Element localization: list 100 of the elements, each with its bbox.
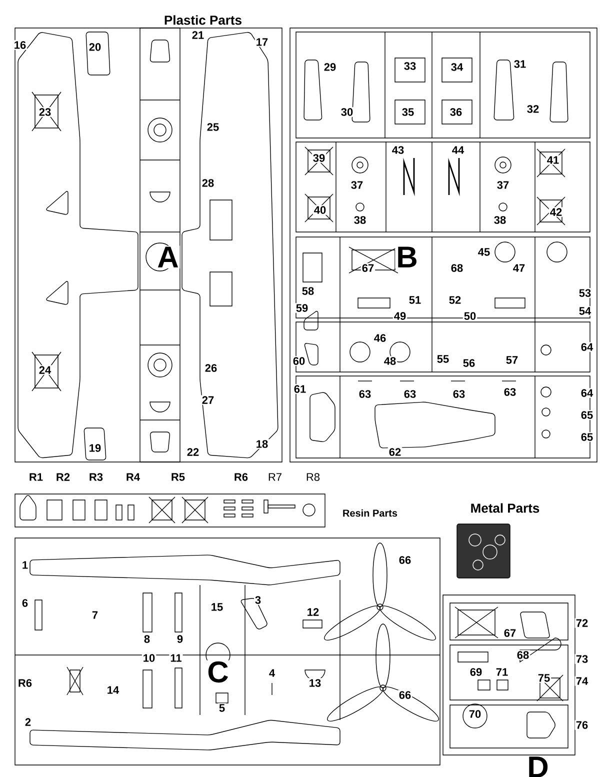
part-number: R1 <box>28 472 44 482</box>
part-number: R2 <box>54 472 72 482</box>
part-number: 51 <box>408 295 422 305</box>
sprue-letter: B <box>395 246 419 268</box>
part-number: 67 <box>502 628 518 638</box>
part-number: 24 <box>38 365 52 375</box>
part-number: 20 <box>88 42 102 52</box>
part-number: 65 <box>580 432 594 442</box>
part-number: 63 <box>402 389 418 399</box>
part-number: 63 <box>452 389 466 399</box>
part-number: 18 <box>254 439 270 449</box>
part-number: 38 <box>352 215 368 225</box>
part-number: 44 <box>450 145 466 155</box>
part-number: 49 <box>392 311 408 321</box>
part-number: 70 <box>468 709 482 719</box>
part-number: 55 <box>436 354 450 364</box>
part-number: 39 <box>312 153 326 163</box>
part-number: 62 <box>388 447 402 457</box>
sprue-letter: D <box>526 756 550 777</box>
part-number: 17 <box>254 37 270 47</box>
part-number: 23 <box>38 107 52 117</box>
part-number: 35 <box>400 107 416 117</box>
part-number: 3 <box>254 595 262 605</box>
part-number: 28 <box>200 178 216 188</box>
part-number: 63 <box>358 389 372 399</box>
part-number: 22 <box>186 447 200 457</box>
part-number: 68 <box>516 650 530 660</box>
part-number: R4 <box>124 472 142 482</box>
part-number: 43 <box>390 145 406 155</box>
part-number: 37 <box>496 180 510 190</box>
part-number: 68 <box>450 263 464 273</box>
part-number: 11 <box>169 653 183 663</box>
part-number: 74 <box>574 676 590 686</box>
part-number: 32 <box>526 104 540 114</box>
part-number: 53 <box>578 288 592 298</box>
part-number: 7 <box>90 610 100 620</box>
section-heading: Resin Parts <box>341 508 398 518</box>
part-number: 58 <box>300 286 316 296</box>
part-number: 64 <box>580 388 594 398</box>
sprue-letter: A <box>156 246 180 268</box>
part-number: 45 <box>476 247 492 257</box>
part-number: 15 <box>210 602 224 612</box>
part-number: 6 <box>20 598 30 608</box>
part-number: 69 <box>468 667 484 677</box>
part-number: 65 <box>580 410 594 420</box>
part-number: 48 <box>382 356 398 366</box>
part-number: 8 <box>142 634 152 644</box>
part-number: 29 <box>322 62 338 72</box>
part-number: 30 <box>340 107 354 117</box>
part-number: R7 <box>266 472 284 482</box>
part-number: 41 <box>546 155 560 165</box>
part-number: 40 <box>312 205 328 215</box>
part-number: 67 <box>360 263 376 273</box>
part-number: 47 <box>512 263 526 273</box>
part-number: R6 <box>16 678 34 688</box>
part-number: 52 <box>448 295 462 305</box>
part-number: 57 <box>504 355 520 365</box>
part-number: 14 <box>106 685 120 695</box>
part-number: 36 <box>448 107 464 117</box>
part-number: 42 <box>548 207 564 217</box>
part-number: 54 <box>578 306 592 316</box>
part-number: 71 <box>494 667 510 677</box>
part-number: 50 <box>462 311 478 321</box>
part-number: R5 <box>170 472 186 482</box>
part-number: 56 <box>462 358 476 368</box>
part-number: 25 <box>206 122 220 132</box>
sprue-letter: C <box>206 660 230 684</box>
part-number: 34 <box>450 62 464 72</box>
part-number: 73 <box>574 654 590 664</box>
part-number: 59 <box>294 303 310 313</box>
part-number: 66 <box>398 555 412 565</box>
part-number: 21 <box>190 30 206 40</box>
part-number: 1 <box>20 560 30 570</box>
part-number: R6 <box>232 472 250 482</box>
section-heading: Metal Parts <box>469 502 541 514</box>
part-number: 19 <box>88 443 102 453</box>
part-number: 9 <box>176 634 184 644</box>
part-number: 64 <box>580 342 594 352</box>
part-number: 61 <box>292 384 308 394</box>
part-number: 2 <box>24 717 32 727</box>
part-number: 5 <box>218 703 226 713</box>
part-number: 10 <box>142 653 156 663</box>
page-title: Plastic Parts <box>164 15 242 25</box>
part-number: 76 <box>574 720 590 730</box>
part-number: 60 <box>292 356 306 366</box>
part-number: 75 <box>536 673 552 683</box>
part-number: 27 <box>200 395 216 405</box>
part-number: 72 <box>574 618 590 628</box>
part-number: 37 <box>350 180 364 190</box>
part-number: 12 <box>306 607 320 617</box>
part-number: 16 <box>12 40 28 50</box>
part-number: 33 <box>402 61 418 71</box>
part-number: 31 <box>512 59 528 69</box>
part-number: 63 <box>502 387 518 397</box>
part-number: 4 <box>268 668 276 678</box>
part-number: 46 <box>372 333 388 343</box>
part-number: 38 <box>492 215 508 225</box>
part-number: 13 <box>308 678 322 688</box>
part-number: 26 <box>204 363 218 373</box>
part-number: R3 <box>88 472 104 482</box>
